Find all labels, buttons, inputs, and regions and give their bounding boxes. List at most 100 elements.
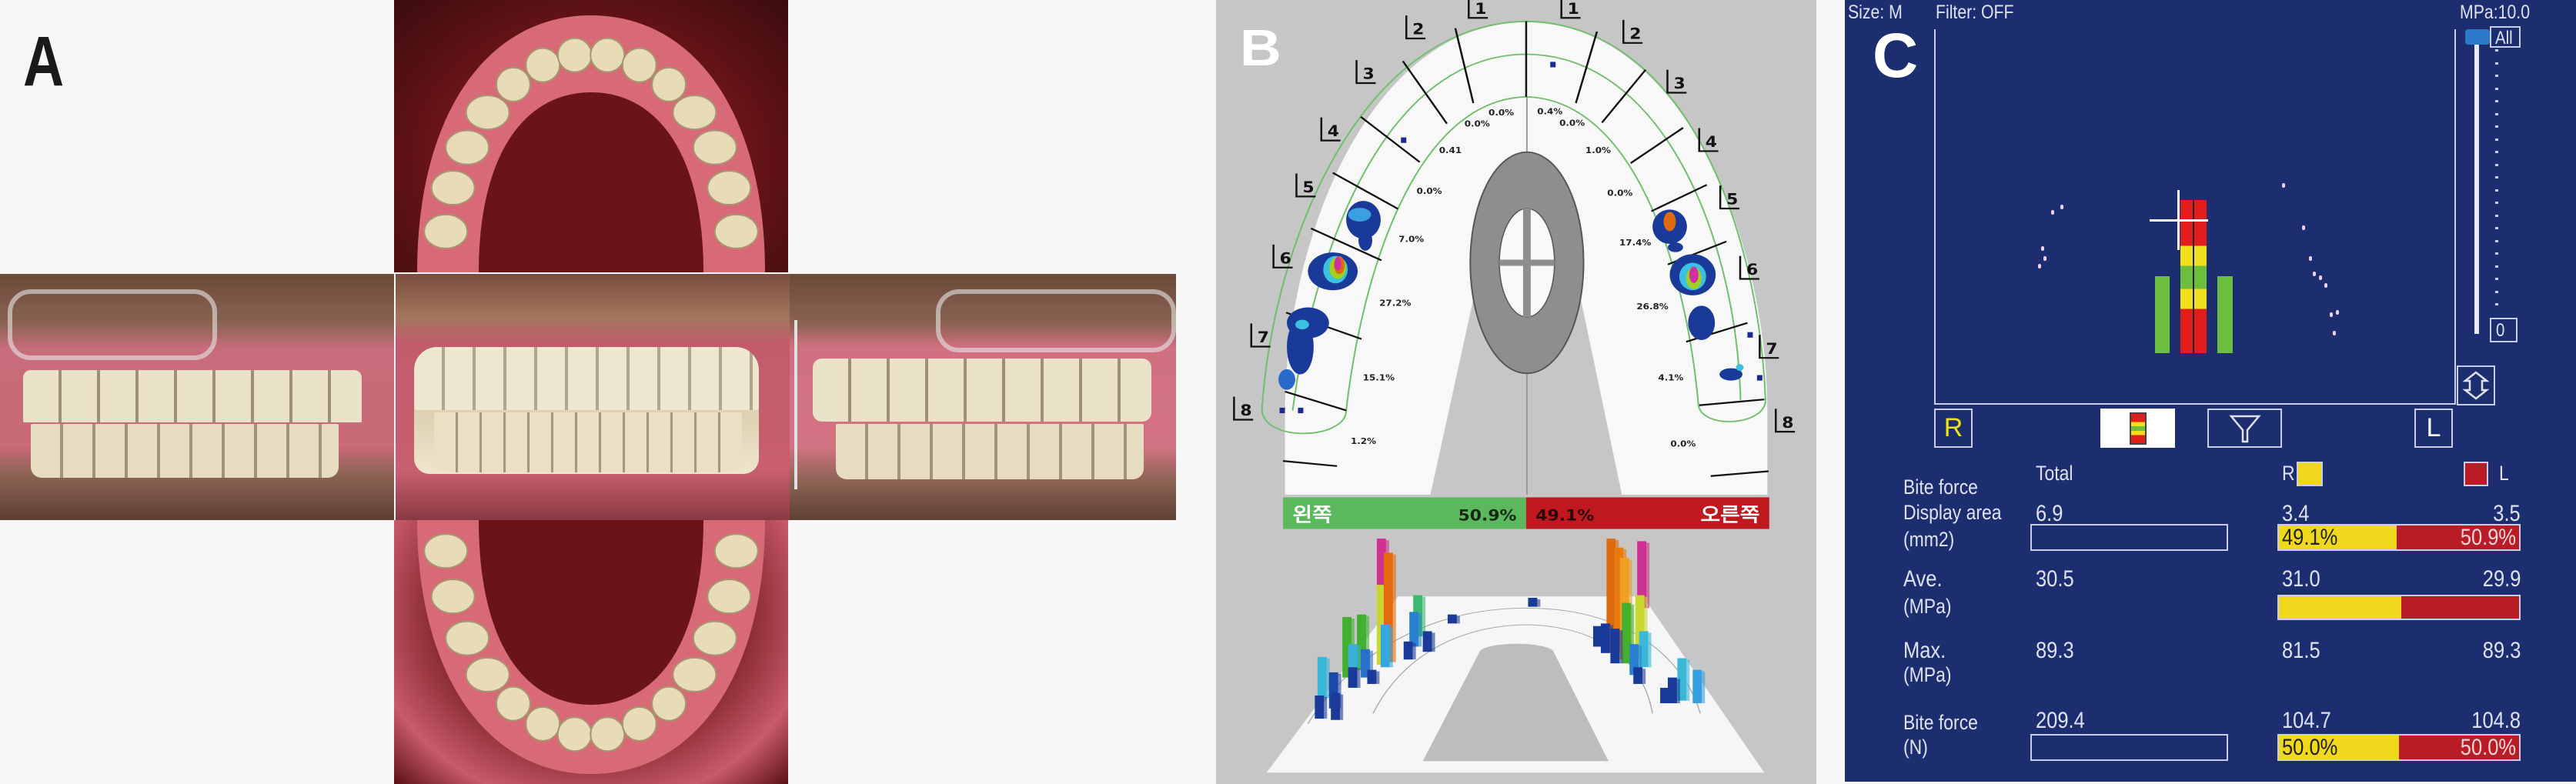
tooth bbox=[651, 686, 687, 722]
left-percentage: 50.0% bbox=[2460, 735, 2516, 760]
slider-tick bbox=[2495, 62, 2498, 65]
col-r-header: R bbox=[2282, 462, 2295, 485]
panel-b-label: B bbox=[1240, 19, 1281, 77]
balance-view-button[interactable] bbox=[2100, 409, 2175, 448]
tooth bbox=[495, 686, 531, 722]
slider-tick bbox=[2495, 303, 2498, 305]
rl-ratio-bar: 49.1%50.9% bbox=[2277, 524, 2521, 551]
segment-percentage: 4.1% bbox=[1658, 372, 1683, 382]
tooth-divider bbox=[1651, 184, 1708, 212]
tooth bbox=[465, 95, 510, 131]
tooth-number-left: 8 bbox=[1240, 402, 1251, 419]
photo-left-lateral bbox=[790, 274, 1176, 520]
pressure-spot bbox=[1278, 369, 1295, 390]
force-bar-3d bbox=[1409, 612, 1422, 647]
segment-percentage: 0.4% bbox=[1537, 106, 1562, 116]
tooth bbox=[445, 620, 490, 656]
filter-button[interactable] bbox=[2207, 409, 2282, 448]
force-bar-3d bbox=[1348, 667, 1361, 688]
tooth bbox=[430, 170, 476, 206]
slider-tick bbox=[2495, 151, 2498, 153]
tooth-bracket bbox=[1622, 19, 1643, 44]
right-ratio-fill bbox=[2279, 596, 2401, 619]
contact-point bbox=[2038, 264, 2041, 269]
force-bar-3d bbox=[1403, 641, 1416, 660]
rl-ratio-bar bbox=[2277, 595, 2521, 620]
filter-readout: Filter: OFF bbox=[1936, 2, 2014, 23]
left-side-button[interactable]: L bbox=[2414, 409, 2453, 448]
segment-percentage: 0.0% bbox=[1488, 108, 1514, 118]
tooth bbox=[672, 656, 717, 692]
panel-a-label: A bbox=[23, 22, 65, 101]
contact-point bbox=[2324, 283, 2327, 288]
pressure-spot bbox=[1334, 256, 1341, 271]
force-bar-3d bbox=[1622, 602, 1635, 664]
contact-point bbox=[2302, 225, 2305, 230]
pressure-spot bbox=[1287, 319, 1314, 375]
force-balance-bar bbox=[2180, 200, 2207, 353]
pressure-spot bbox=[1747, 332, 1753, 338]
3d-force-chart bbox=[1266, 539, 1765, 773]
tooth-bracket bbox=[1405, 15, 1426, 40]
pressure-spot bbox=[1401, 137, 1407, 143]
pressure-spot bbox=[1358, 230, 1372, 251]
tooth-divider bbox=[1454, 28, 1475, 104]
pressure-spot bbox=[1550, 62, 1556, 68]
slider-tick bbox=[2495, 290, 2498, 293]
tooth-number-left: 7 bbox=[1258, 329, 1269, 346]
cof-bar-left bbox=[2217, 276, 2233, 353]
row-label: Max. bbox=[1903, 638, 1946, 663]
row-unit: (MPa) bbox=[1903, 663, 1952, 686]
pressure-plot-area bbox=[1934, 29, 2456, 405]
panel-c: Size: M Filter: OFF MPa:10.0 C All 0 R L… bbox=[1845, 0, 2576, 782]
force-bar-3d bbox=[1357, 614, 1369, 670]
slider-tick bbox=[2495, 202, 2498, 204]
tooth-divider bbox=[1360, 115, 1421, 163]
left-value: 89.3 bbox=[2482, 638, 2521, 663]
force-bar-3d bbox=[1447, 614, 1460, 624]
tooth bbox=[713, 213, 759, 249]
balance-right-bar bbox=[1525, 497, 1769, 529]
tooth-number-right: 4 bbox=[1706, 133, 1717, 151]
contact-point bbox=[2043, 256, 2046, 261]
force-bar-3d bbox=[1328, 672, 1341, 709]
tooth bbox=[495, 66, 531, 102]
tooth-bracket bbox=[1719, 185, 1740, 210]
pressure-spot bbox=[1689, 266, 1699, 283]
tooth-bracket bbox=[1320, 117, 1341, 142]
segment-percentage: 0.0% bbox=[1559, 118, 1585, 128]
funnel-icon bbox=[2228, 415, 2261, 442]
slider-tick bbox=[2495, 100, 2498, 102]
threshold-slider[interactable] bbox=[2474, 31, 2479, 334]
tooth-bracket bbox=[1739, 255, 1759, 280]
slider-tick bbox=[2495, 214, 2498, 217]
tooth bbox=[430, 579, 476, 615]
tooth-divider bbox=[1282, 459, 1338, 467]
slider-tick bbox=[2495, 75, 2498, 77]
slider-zero-label[interactable]: 0 bbox=[2490, 318, 2518, 342]
size-readout: Size: M bbox=[1848, 2, 1903, 23]
tooth-bracket bbox=[1666, 69, 1687, 94]
pressure-spot bbox=[1298, 407, 1304, 414]
force-bar-3d bbox=[1528, 597, 1541, 607]
right-side-button[interactable]: R bbox=[1934, 409, 1973, 448]
slider-knob[interactable] bbox=[2465, 29, 2490, 45]
contact-point bbox=[2330, 312, 2333, 317]
segment-percentage: 0.0% bbox=[1607, 188, 1632, 198]
tooth bbox=[621, 47, 657, 83]
cof-bar-right bbox=[2155, 276, 2170, 353]
tooth-bracket bbox=[1355, 60, 1376, 85]
right-value: 31.0 bbox=[2282, 566, 2320, 592]
slider-tick bbox=[2495, 252, 2498, 255]
flip-view-button[interactable] bbox=[2457, 365, 2495, 405]
3d-palate bbox=[1422, 643, 1609, 762]
slider-all-label[interactable]: All bbox=[2490, 26, 2521, 48]
right-percentage: 50.0% bbox=[2282, 735, 2338, 760]
pressure-spot bbox=[1279, 407, 1285, 414]
col-total-header: Total bbox=[2036, 462, 2073, 485]
tooth-number-left: 3 bbox=[1363, 65, 1375, 83]
force-bar-3d bbox=[1422, 631, 1435, 652]
tooth-number-right: 5 bbox=[1726, 191, 1738, 209]
